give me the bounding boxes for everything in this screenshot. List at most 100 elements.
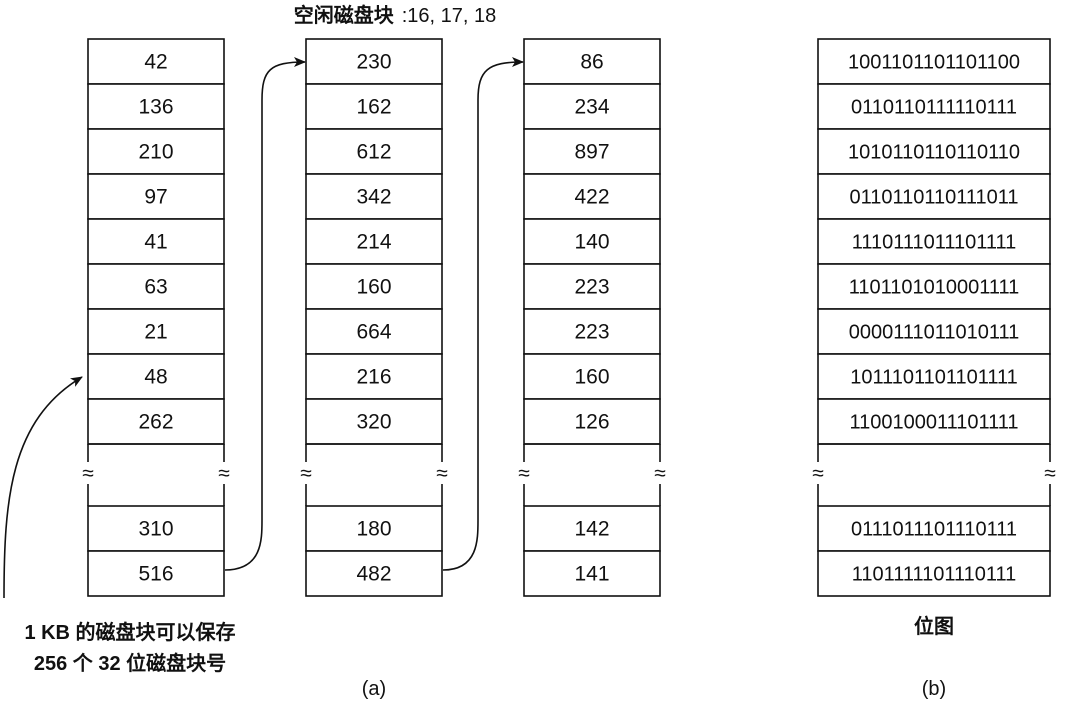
bitmap-cell [817, 353, 1051, 400]
block-3-cell-value: 126 [574, 411, 609, 434]
annotation-arrow [3, 376, 83, 599]
block-1-cell-value: 310 [138, 518, 173, 541]
bitmap-cell [817, 505, 1051, 552]
bitmap-cell [817, 38, 1051, 85]
bitmap-cell-value: 1010110110110110 [848, 142, 1020, 164]
block-1-cell-value: 136 [138, 96, 173, 119]
block-1-cell-value: 42 [144, 51, 167, 74]
block-3-cell-value: 422 [574, 186, 609, 209]
block-2-cell-value: 214 [356, 231, 391, 254]
block-3-cell [523, 128, 661, 175]
block-1-cell-value: 516 [138, 563, 173, 586]
free-blocks-separator: : [402, 5, 408, 27]
block-3-cell [523, 550, 661, 597]
block-2-cell-value: 160 [356, 276, 391, 299]
annotation-line-2: 256 个 32 位磁盘块号 [34, 651, 226, 675]
annotation-line-1: 1 KB 的磁盘块可以保存 [24, 620, 235, 644]
bitmap-cell [817, 308, 1051, 355]
bitmap-cell-value: 0000111011010111 [849, 322, 1020, 344]
block-3-cell-value: 140 [574, 231, 609, 254]
block-1-cell-value: 41 [144, 231, 167, 254]
bitmap-cell-value: 0110110111110111 [851, 97, 1017, 119]
free-blocks-title: 空闲磁盘块 [294, 3, 395, 27]
block-3-cell-value: 142 [574, 518, 609, 541]
block-3-cell [523, 218, 661, 265]
block-3-cell [523, 353, 661, 400]
block-1-break-mark-left: ≈ [82, 462, 94, 485]
block-2-cell [305, 83, 443, 130]
block-1-cell-value: 210 [138, 141, 173, 164]
bitmap-cell [817, 550, 1051, 597]
bitmap-cell [817, 218, 1051, 265]
bitmap-cell-value: 1100100011101111 [849, 412, 1018, 434]
block-1-cell [87, 128, 225, 175]
block-2-cell-value: 216 [356, 366, 391, 389]
caption-a: (a) [362, 678, 386, 700]
bitmap-cell-value: 0110110110111011 [849, 187, 1018, 209]
block-2-cell-value: 320 [356, 411, 391, 434]
bitmap-label: 位图 [914, 614, 954, 638]
block-2-cell-value: 230 [356, 51, 391, 74]
block-2-cell [305, 128, 443, 175]
bitmap-cell-value: 0111011101110111 [851, 519, 1017, 541]
block-3-cell-value: 234 [574, 96, 609, 119]
block-3-cell [523, 505, 661, 552]
block-1-cell [87, 83, 225, 130]
bitmap-cell-value: 1101101010001111 [849, 277, 1020, 299]
block-3-cell-value: 897 [574, 141, 609, 164]
free-blocks-list: 16, 17, 18 [407, 5, 496, 27]
block-2-cell-value: 180 [356, 518, 391, 541]
block-2-cell [305, 263, 443, 310]
block-2-cell [305, 308, 443, 355]
bitmap-break-mark-right: ≈ [1044, 462, 1056, 485]
block-2-cell-value: 342 [356, 186, 391, 209]
block-1-cell-value: 48 [144, 366, 167, 389]
block-3-cell [523, 308, 661, 355]
bitmap-cell-value: 1101111101110111 [852, 564, 1017, 586]
linked-block-column-2: 230 162 612 342 214 160 664 216 320 ≈ ≈180 482 [300, 38, 448, 597]
bitmap-column: 1001101101101100 0110110111110111 10101101… [812, 38, 1056, 597]
block-2-cell [305, 38, 443, 85]
block-1-cell-value: 262 [138, 411, 173, 434]
block-2-cell [305, 505, 443, 552]
link-arrow-1-to-2 [224, 57, 306, 571]
block-3-cell [523, 38, 661, 85]
block-1-break-mark-right: ≈ [218, 462, 230, 485]
block-3-cell [523, 173, 661, 220]
linked-block-column-1: 42 136 210 97 41 63 21 48 262 ≈ ≈310 516 [82, 38, 230, 597]
block-1-cell [87, 550, 225, 597]
caption-b: (b) [922, 678, 946, 700]
block-3-cell-value: 141 [574, 563, 609, 586]
link-arrow-2-to-3 [442, 57, 524, 571]
block-1-cell [87, 505, 225, 552]
block-2-break-mark-left: ≈ [300, 462, 312, 485]
block-2-break-mark-right: ≈ [436, 462, 448, 485]
block-2-cell-value: 612 [356, 141, 391, 164]
block-2-cell-value: 664 [356, 321, 391, 344]
block-1-cell-value: 21 [144, 321, 167, 344]
bitmap-cell [817, 398, 1051, 445]
block-1-cell-value: 63 [144, 276, 167, 299]
block-3-cell-value: 223 [574, 276, 609, 299]
block-3-break-mark-left: ≈ [518, 462, 530, 485]
block-3-cell [523, 398, 661, 445]
block-2-cell [305, 550, 443, 597]
bitmap-cell-value: 1011101101101111 [850, 367, 1018, 389]
bitmap-cell-value: 1001101101101100 [848, 52, 1020, 74]
block-1-cell [87, 398, 225, 445]
block-3-cell-value: 160 [574, 366, 609, 389]
block-3-cell [523, 83, 661, 130]
linked-block-column-3: 86 234 897 422 140 223 223 160 126 ≈ ≈142 141 [518, 38, 666, 597]
block-2-cell-value: 482 [356, 563, 391, 586]
block-3-break-mark-right: ≈ [654, 462, 666, 485]
bitmap-cell-value: 1110111011101111 [852, 232, 1017, 254]
block-3-cell-value: 223 [574, 321, 609, 344]
block-2-cell-value: 162 [356, 96, 391, 119]
bitmap-cell [817, 128, 1051, 175]
block-3-cell-value: 86 [580, 51, 603, 74]
bitmap-break-mark-left: ≈ [812, 462, 824, 485]
free-blocks-header: 空闲磁盘块:16, 17, 18 [294, 3, 497, 27]
bitmap-cell [817, 83, 1051, 130]
block-1-cell-value: 97 [144, 186, 167, 209]
